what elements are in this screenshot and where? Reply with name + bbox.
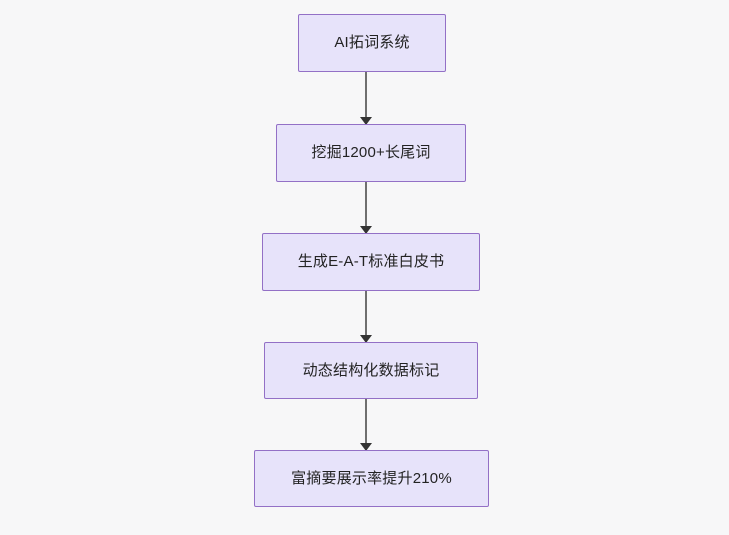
flowchart-node-1[interactable]: AI拓词系统	[298, 14, 446, 72]
connector-line	[365, 182, 367, 233]
flowchart-node-4[interactable]: 动态结构化数据标记	[264, 342, 478, 399]
flowchart-node-label: 动态结构化数据标记	[302, 361, 440, 379]
connector-line	[365, 399, 367, 450]
flowchart-node-2[interactable]: 挖掘1200+长尾词	[276, 124, 466, 182]
connector-line	[365, 291, 367, 342]
flowchart-node-5[interactable]: 富摘要展示率提升210%	[254, 450, 489, 507]
flowchart-node-label: 生成E-A-T标准白皮书	[297, 253, 445, 270]
flowchart-node-label: AI拓词系统	[334, 34, 410, 51]
connector-arrow-2	[360, 182, 372, 234]
connector-arrow-1	[360, 72, 372, 125]
connector-arrow-4	[360, 399, 372, 451]
connector-arrow-3	[360, 291, 372, 343]
connector-line	[365, 72, 367, 124]
flowchart-node-label: 富摘要展示率提升210%	[291, 469, 452, 487]
flowchart-node-3[interactable]: 生成E-A-T标准白皮书	[262, 233, 480, 291]
flowchart-node-label: 挖掘1200+长尾词	[311, 144, 431, 161]
